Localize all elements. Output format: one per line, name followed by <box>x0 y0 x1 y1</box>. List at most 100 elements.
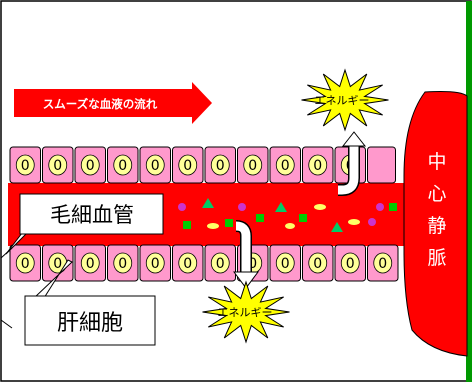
leader-line <box>0 319 13 329</box>
nucleus-label: 0 <box>216 158 225 174</box>
hepatocyte: 0 <box>107 146 139 184</box>
hepatocyte: 0 <box>107 244 139 282</box>
nucleus-label: 0 <box>53 256 62 272</box>
callout-cover <box>22 206 42 222</box>
nucleus <box>178 252 198 274</box>
particle-square <box>389 203 397 211</box>
energy-arrowhead-bottom <box>233 271 259 289</box>
nucleus <box>80 252 100 274</box>
flow-label: スムーズな血液の流れ <box>43 97 158 111</box>
nucleus <box>113 252 133 274</box>
nucleus <box>275 154 295 176</box>
nucleus <box>308 252 328 274</box>
nucleus-label: 0 <box>118 158 127 174</box>
nucleus <box>210 252 230 274</box>
nucleus <box>113 154 133 176</box>
hepatocyte: 0 <box>172 244 204 282</box>
hepatocyte: 0 <box>42 244 74 282</box>
nucleus-label: 0 <box>151 158 160 174</box>
nucleus <box>210 154 230 176</box>
frame-green-edge <box>466 1 472 382</box>
hepatocyte: 0 <box>9 244 41 282</box>
callout-capillary: 毛細血管 <box>5 193 164 255</box>
nucleus <box>308 154 328 176</box>
hepatocyte: 0 <box>42 146 74 184</box>
nucleus-label: 0 <box>248 256 257 272</box>
particle-square <box>299 214 307 222</box>
hepatocyte: 0 <box>74 244 106 282</box>
nucleus-label: 0 <box>313 256 322 272</box>
callout-hepatocyte: 肝細胞 <box>24 259 156 346</box>
nucleus-label: 0 <box>183 256 192 272</box>
hepatocyte-label: 肝細胞 <box>57 311 123 336</box>
nucleus-label: 0 <box>21 158 30 174</box>
hepatocyte-cell-partial <box>367 146 396 184</box>
nucleus-label: 0 <box>53 158 62 174</box>
particle-purple <box>376 203 384 211</box>
leader-line <box>0 247 13 259</box>
vein-label-char: 中 <box>427 151 446 173</box>
particle-purple <box>178 203 186 211</box>
particle-oval <box>207 223 219 229</box>
nucleus <box>80 154 100 176</box>
nucleus-label: 0 <box>281 158 290 174</box>
particle-triangle <box>331 222 343 232</box>
hepatocyte: 0 <box>269 244 301 282</box>
nucleus-label: 0 <box>313 158 322 174</box>
particle-square <box>256 214 264 222</box>
nucleus <box>15 154 35 176</box>
particle-triangle <box>202 198 214 208</box>
hepatocyte: 0 <box>204 146 236 184</box>
hepatocyte: 0 <box>334 244 366 282</box>
hepatocyte: 0 <box>139 146 171 184</box>
energy-path-bottom <box>235 221 251 272</box>
energy-path-top <box>338 144 359 195</box>
nucleus <box>373 252 393 274</box>
nucleus <box>145 252 165 274</box>
nucleus-label: 0 <box>21 256 30 272</box>
nucleus <box>145 154 165 176</box>
energy-label-bottom: エネルギー <box>218 306 273 319</box>
capillary-label: 毛細血管 <box>50 203 134 227</box>
nucleus-label: 0 <box>281 256 290 272</box>
callout-box <box>24 295 156 346</box>
nucleus-label: 0 <box>118 256 127 272</box>
nucleus <box>48 154 68 176</box>
hepatocyte: 0 <box>237 146 269 184</box>
energy-burst-bottom: エネルギー <box>202 280 290 344</box>
nucleus <box>340 252 360 274</box>
nucleus-label: 0 <box>151 256 160 272</box>
nucleus-label: 0 <box>86 158 95 174</box>
blood-particles <box>178 198 397 232</box>
particle-oval <box>314 204 326 210</box>
callout-box <box>19 193 164 235</box>
vein-label-char: 静 <box>427 215 446 237</box>
particle-oval <box>348 219 360 225</box>
particle-square <box>183 221 191 229</box>
hepatocyte: 0 <box>172 146 204 184</box>
nucleus <box>243 154 263 176</box>
particle-purple <box>238 203 246 211</box>
nucleus-label: 0 <box>346 256 355 272</box>
energy-label-top: エネルギー <box>315 94 370 107</box>
hepatocyte: 0 <box>269 146 301 184</box>
nucleus-label: 0 <box>183 158 192 174</box>
hepatocyte: 0 <box>302 146 334 184</box>
nucleus <box>178 154 198 176</box>
hepatocyte: 0 <box>139 244 171 282</box>
burst-shape <box>301 68 389 132</box>
hepatocyte: 0 <box>367 244 399 282</box>
nucleus-label: 0 <box>378 256 387 272</box>
particle-square <box>225 219 233 227</box>
nucleus-label: 0 <box>248 158 257 174</box>
hepatocyte: 0 <box>204 244 236 282</box>
particle-oval <box>285 223 295 229</box>
vein-label-char: 脈 <box>427 247 446 269</box>
particle-purple <box>368 218 376 226</box>
hepatocyte: 0 <box>302 244 334 282</box>
